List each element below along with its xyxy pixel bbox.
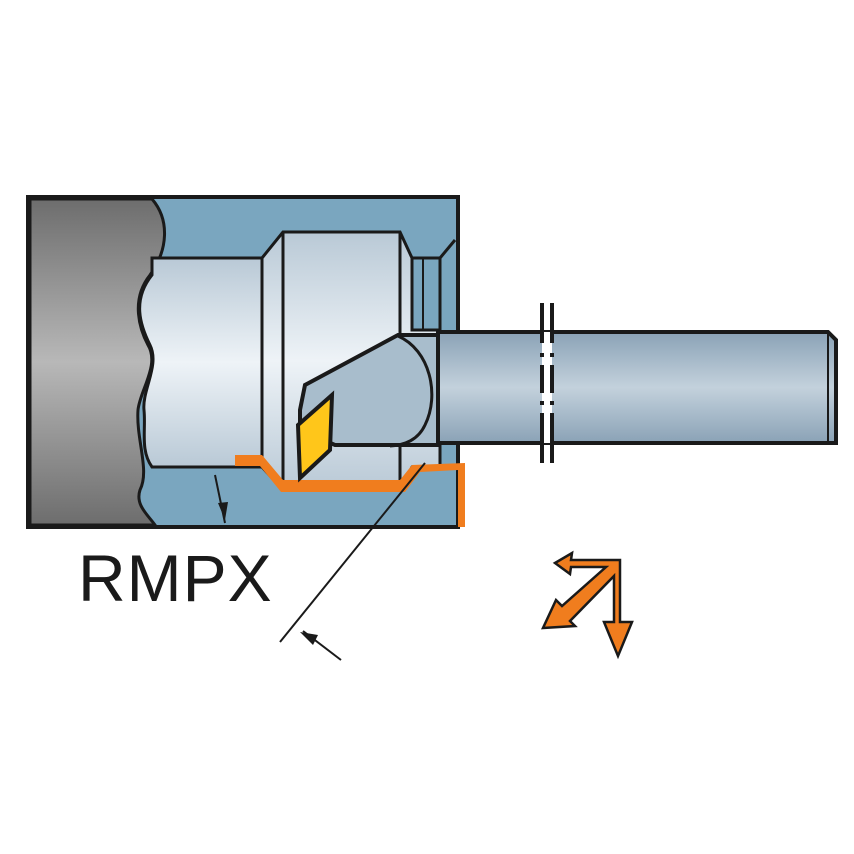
workpiece-chuck bbox=[28, 197, 166, 527]
cutting-insert bbox=[295, 390, 335, 483]
diagram-title: RMPX bbox=[78, 541, 273, 615]
tool-head bbox=[298, 333, 440, 447]
shank-break-marks bbox=[540, 303, 554, 467]
approach-angle-arrow bbox=[279, 462, 426, 661]
workpiece-bore bbox=[138, 256, 264, 469]
machined-profile bbox=[235, 455, 465, 527]
boring-bar-shank bbox=[436, 330, 838, 445]
bore-dimension-arrow bbox=[214, 474, 228, 524]
feed-direction-arrows-icon bbox=[540, 550, 634, 660]
